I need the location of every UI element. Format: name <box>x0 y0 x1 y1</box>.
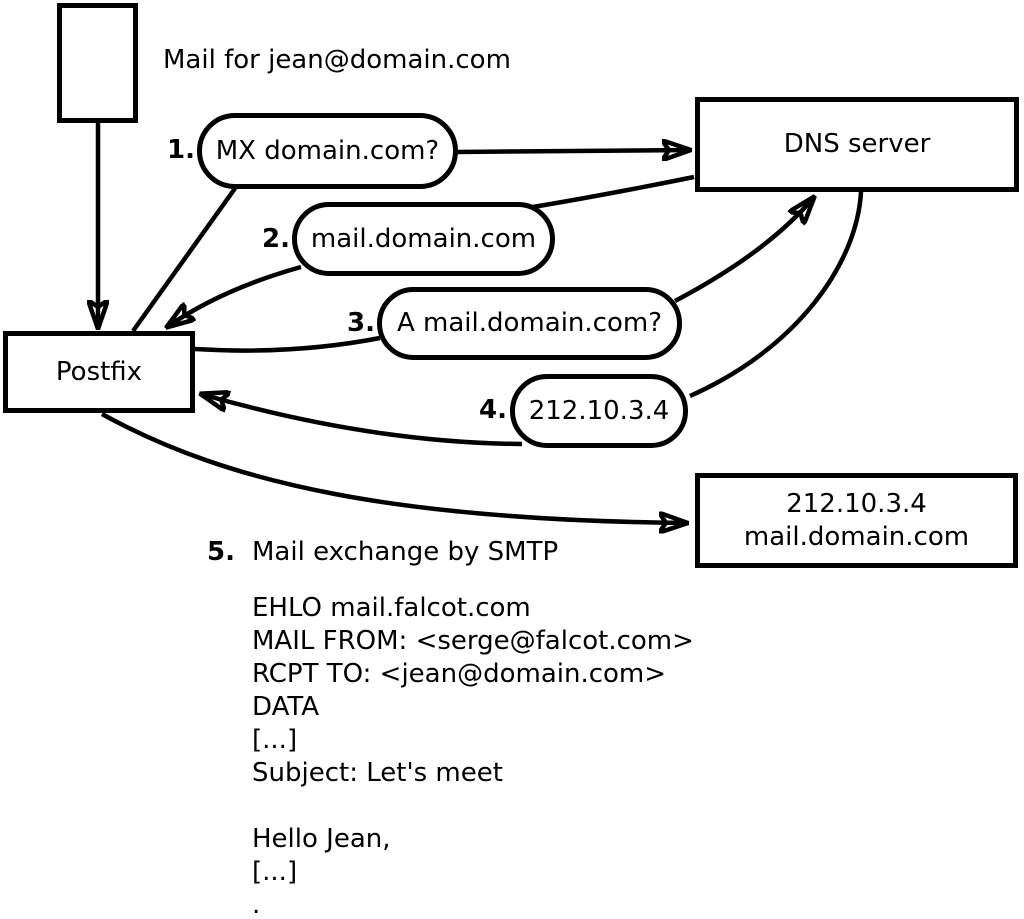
arrow-step3-to-dns <box>673 197 814 303</box>
step3-number: 3. <box>347 308 375 338</box>
arrow-step4-to-postfix <box>201 394 523 447</box>
step2-text: mail.domain.com <box>310 223 537 254</box>
arrow-step1-to-dns <box>455 150 690 152</box>
connector-postfix-to-step1 <box>131 185 238 333</box>
postfix-box: Postfix <box>3 331 195 413</box>
dns-server-label: DNS server <box>783 129 931 159</box>
connector-postfix-to-step3 <box>194 335 381 353</box>
step4-number: 4. <box>479 395 507 425</box>
postfix-label: Postfix <box>55 356 143 387</box>
connector-dns-to-step4 <box>689 191 864 399</box>
step3-query-a-pill: A mail.domain.com? <box>377 287 682 360</box>
step1-number: 1. <box>167 135 195 165</box>
mail-message-shape <box>57 3 138 123</box>
mail-server-hostname: mail.domain.com <box>743 521 970 552</box>
mail-server-box: 212.10.3.4 mail.domain.com <box>695 473 1018 568</box>
connector-dns-to-step2 <box>532 174 695 210</box>
step4-a-answer-pill: 212.10.3.4 <box>510 374 688 448</box>
arrow-step2-to-postfix <box>167 264 302 327</box>
step4-text: 212.10.3.4 <box>528 395 670 426</box>
step5-caption: Mail exchange by SMTP <box>252 537 559 567</box>
mail-server-ip: 212.10.3.4 <box>786 488 927 519</box>
step3-text: A mail.domain.com? <box>397 308 662 338</box>
dns-server-box: DNS server <box>695 97 1019 192</box>
mail-caption: Mail for jean@domain.com <box>163 45 511 75</box>
step2-number: 2. <box>262 224 290 254</box>
step1-query-mx-pill: MX domain.com? <box>197 113 458 189</box>
step5-number: 5. <box>207 537 235 567</box>
smtp-session-text: EHLO mail.falcot.com MAIL FROM: <serge@f… <box>252 593 694 919</box>
step1-text: MX domain.com? <box>215 135 440 166</box>
arrow-postfix-to-mailserver <box>100 412 687 523</box>
step2-mx-answer-pill: mail.domain.com <box>292 202 555 276</box>
